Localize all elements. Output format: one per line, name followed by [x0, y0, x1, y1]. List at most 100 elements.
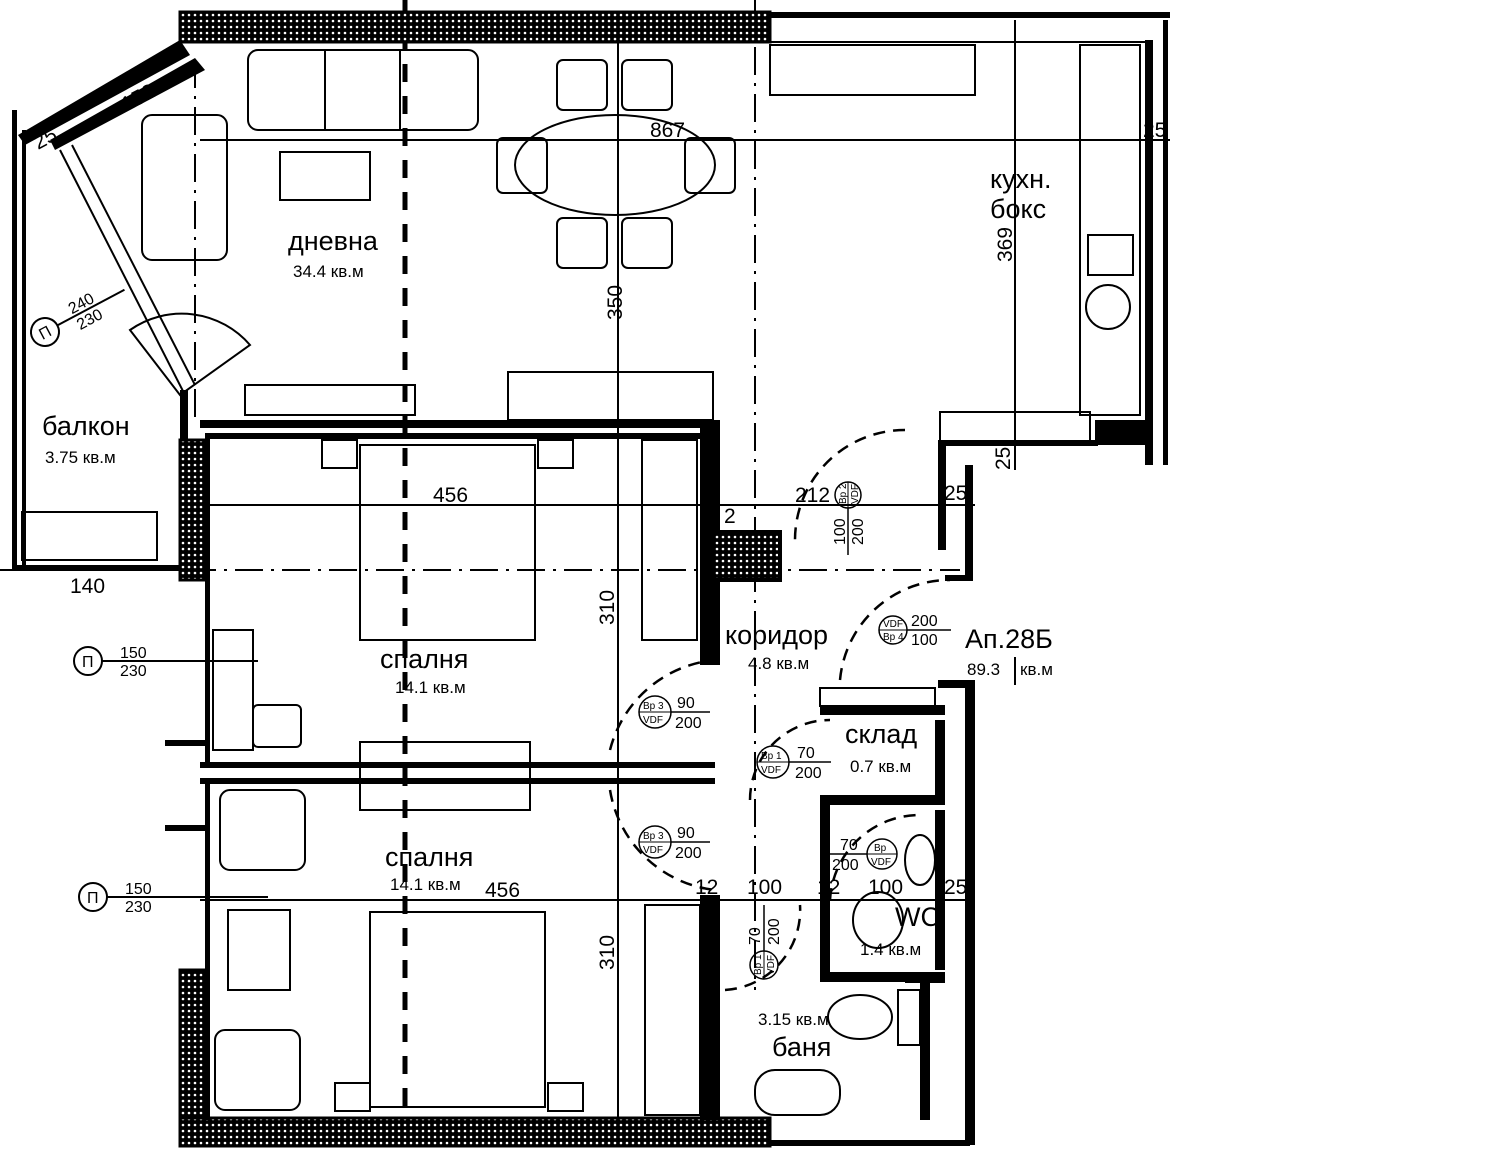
room-area-bath: 3.15 кв.м — [758, 1010, 829, 1029]
svg-text:200: 200 — [675, 845, 702, 862]
window-tag: П 240 230 — [30, 288, 125, 347]
room-area-balcony: 3.75 кв.м — [45, 448, 116, 467]
room-area-storage: 0.7 кв.м — [850, 757, 911, 776]
svg-text:150: 150 — [125, 881, 152, 898]
toilet — [827, 994, 893, 1040]
door-tag: Bp 1 VDF 70 200 — [756, 745, 831, 782]
room-name-storage: склад — [845, 719, 917, 749]
bottom-wall — [178, 1116, 772, 1148]
window-tag: П 150 230 — [73, 645, 258, 680]
apartment-area: 89.3 — [967, 660, 1000, 679]
apartment-area-unit: кв.м — [1020, 660, 1053, 679]
dim-bath-row-3: 12 — [817, 876, 840, 899]
svg-text:Bp 3: Bp 3 — [643, 701, 664, 712]
svg-text:100: 100 — [911, 632, 938, 649]
walls — [12, 10, 1170, 1148]
svg-text:200: 200 — [832, 857, 859, 874]
svg-text:70: 70 — [797, 745, 815, 762]
room-name-living: дневна — [288, 226, 379, 256]
wardrobe — [644, 904, 701, 1116]
top-wall — [178, 10, 772, 44]
bathtub — [754, 1069, 841, 1116]
dim-bed2-depth: 310 — [596, 935, 619, 970]
svg-text:200: 200 — [766, 918, 783, 945]
svg-text:П: П — [87, 890, 99, 907]
svg-text:Bp 1: Bp 1 — [753, 954, 764, 975]
dim-bath-row-5: 25 — [944, 876, 967, 899]
room-name-bedroom-2: спалня — [385, 842, 473, 872]
wardrobe — [507, 371, 714, 421]
svg-text:90: 90 — [677, 825, 695, 842]
svg-text:90: 90 — [677, 695, 695, 712]
svg-text:200: 200 — [675, 715, 702, 732]
room-area-living: 34.4 кв.м — [293, 262, 364, 281]
window-tags: П 240 230 П 150 230 П 150 230 — [30, 288, 268, 916]
dim-living-depth: 350 — [604, 285, 627, 320]
bed — [369, 911, 546, 1108]
dim-bed2-width: 456 — [485, 879, 520, 902]
toilet — [852, 891, 904, 949]
room-name-bedroom-1: спалня — [380, 644, 468, 674]
dining-table — [514, 114, 716, 216]
door-swings — [608, 428, 951, 992]
svg-text:П: П — [36, 323, 54, 343]
coffee-table — [279, 151, 371, 201]
dimensions: 867 350 369 152 25 25 140 456 456 310 31… — [30, 80, 1167, 970]
dim-bath-row-2: 100 — [747, 876, 782, 899]
dim-corridor-wall: 25 — [944, 482, 967, 505]
svg-text:VDF: VDF — [766, 955, 777, 975]
desk — [212, 629, 254, 751]
dim-bed1-depth: 310 — [596, 590, 619, 625]
kitchen-counter — [1079, 44, 1141, 416]
bed — [359, 444, 536, 641]
armchair — [214, 1029, 301, 1111]
bed2-left-wall — [178, 968, 210, 1142]
room-area-corridor: 4.8 кв.м — [748, 654, 809, 673]
svg-text:Bp 3: Bp 3 — [643, 831, 664, 842]
svg-text:230: 230 — [120, 663, 147, 680]
svg-text:VDF: VDF — [761, 765, 781, 776]
svg-text:VDF: VDF — [871, 857, 891, 868]
room-name-bath: баня — [772, 1032, 831, 1062]
svg-text:VDF: VDF — [883, 619, 903, 630]
dim-balcony-width: 140 — [70, 575, 105, 598]
sofa — [247, 49, 479, 131]
window-tag: П 150 230 — [78, 881, 268, 916]
armchair — [141, 114, 228, 261]
svg-text:VDF: VDF — [643, 845, 663, 856]
dim-kitchen-wall-low: 25 — [992, 447, 1015, 470]
bed1-left-wall — [178, 438, 210, 582]
balcony-door-leaf — [128, 312, 252, 397]
svg-text:150: 150 — [120, 645, 147, 662]
room-name-wc: WC — [895, 902, 940, 932]
wardrobe — [641, 439, 698, 641]
washbasin — [904, 834, 936, 886]
dim-bed1-width: 456 — [433, 484, 468, 507]
tv-stand — [244, 384, 416, 416]
svg-text:200: 200 — [850, 518, 867, 545]
room-name-corridor: коридор — [725, 620, 828, 650]
room-area-bedroom-1: 14.1 кв.м — [395, 678, 466, 697]
armchair — [219, 789, 306, 871]
svg-text:70: 70 — [840, 837, 858, 854]
svg-text:VDF: VDF — [850, 484, 861, 504]
room-name-balcony: балкон — [42, 411, 130, 441]
room-area-wc: 1.4 кв.м — [860, 940, 921, 959]
room-name-kitchen-1: кухн. — [990, 164, 1052, 194]
room-labels: дневна 34.4 кв.м кухн. бокс балкон 3.75 … — [42, 164, 1053, 1062]
dim-bath-row-4: 100 — [868, 876, 903, 899]
furniture — [21, 44, 1141, 1116]
svg-text:П: П — [82, 654, 94, 671]
svg-text:Bp 1: Bp 1 — [761, 751, 782, 762]
svg-text:Bp 4: Bp 4 — [883, 632, 904, 643]
apartment-name: Ап.28Б — [965, 624, 1053, 654]
dim-corridor-width: 212 — [795, 484, 830, 507]
svg-text:200: 200 — [795, 765, 822, 782]
dim-kitchen-depth: 369 — [994, 227, 1017, 262]
